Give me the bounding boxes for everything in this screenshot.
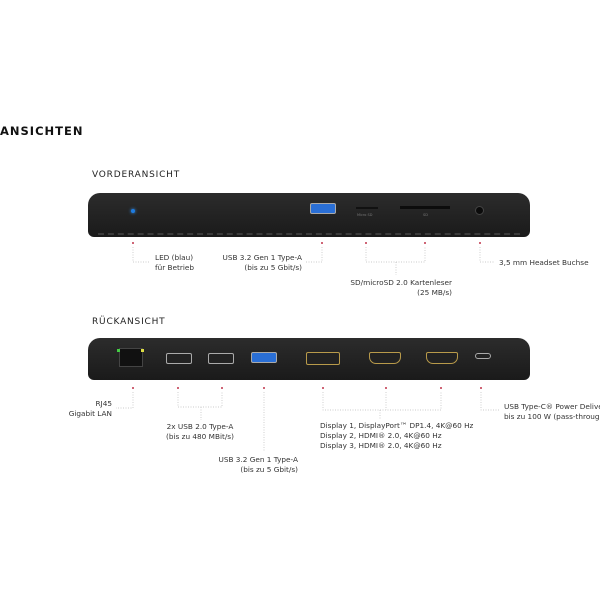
dock-front-view: Micro SD SD [88, 193, 530, 237]
sd-slot-icon [400, 206, 450, 209]
microsd-slot-icon [356, 207, 378, 209]
led-icon [131, 209, 135, 213]
front-usb3-label: USB 3.2 Gen 1 Type-A(bis zu 5 Gbit/s) [222, 253, 303, 272]
dock-rear-view [88, 338, 530, 380]
usb2-label: 2x USB 2.0 Type-A(bis zu 480 MBit/s) [166, 422, 234, 441]
displayport-icon [306, 352, 340, 365]
usb2-port-icon [208, 353, 234, 364]
rear-view-heading: RÜCKANSICHT [92, 317, 166, 327]
hdmi-port-icon [426, 352, 458, 364]
usb3-port-icon [310, 203, 336, 214]
usb-c-port-icon [475, 353, 491, 359]
rj45-port-icon [119, 348, 143, 367]
headset-label: 3,5 mm Headset Buchse [499, 258, 589, 267]
hdmi-port-icon [369, 352, 401, 364]
rear-usb3-label: USB 3.2 Gen 1 Type-A(bis zu 5 Gbit/s) [218, 455, 299, 474]
usb2-port-icon [166, 353, 192, 364]
microsd-mark: Micro SD [357, 213, 373, 217]
headset-jack-icon [475, 206, 484, 215]
front-view-heading: VORDERANSICHT [92, 170, 181, 180]
sd-mark: SD [423, 213, 428, 217]
usb3-port-icon [251, 352, 277, 363]
card-reader-label: SD/microSD 2.0 Kartenleser(25 MB/s) [350, 278, 452, 297]
page-title: ANSICHTEN [0, 124, 84, 138]
led-label: LED (blau)für Betrieb [155, 253, 195, 272]
